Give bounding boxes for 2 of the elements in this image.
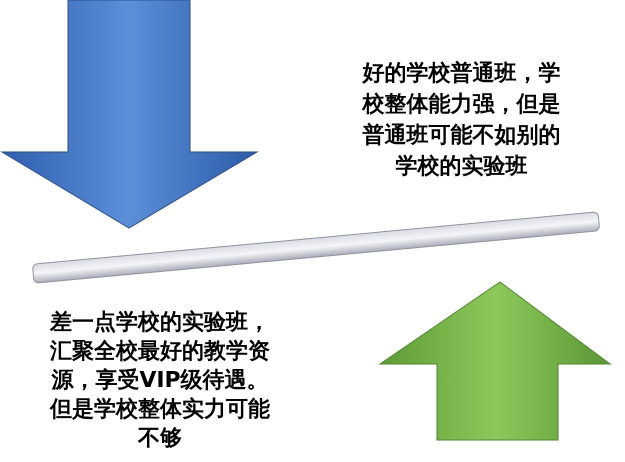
annotation-text: 好的学校普通班，学校整体能力强，但是普通班可能不如别的学校的实验班: [360, 60, 562, 181]
annotation-text: 差一点学校的实验班，汇聚全校最好的教学资源，享受VIP级待遇。但是学校整体实力可能不够: [48, 309, 271, 453]
